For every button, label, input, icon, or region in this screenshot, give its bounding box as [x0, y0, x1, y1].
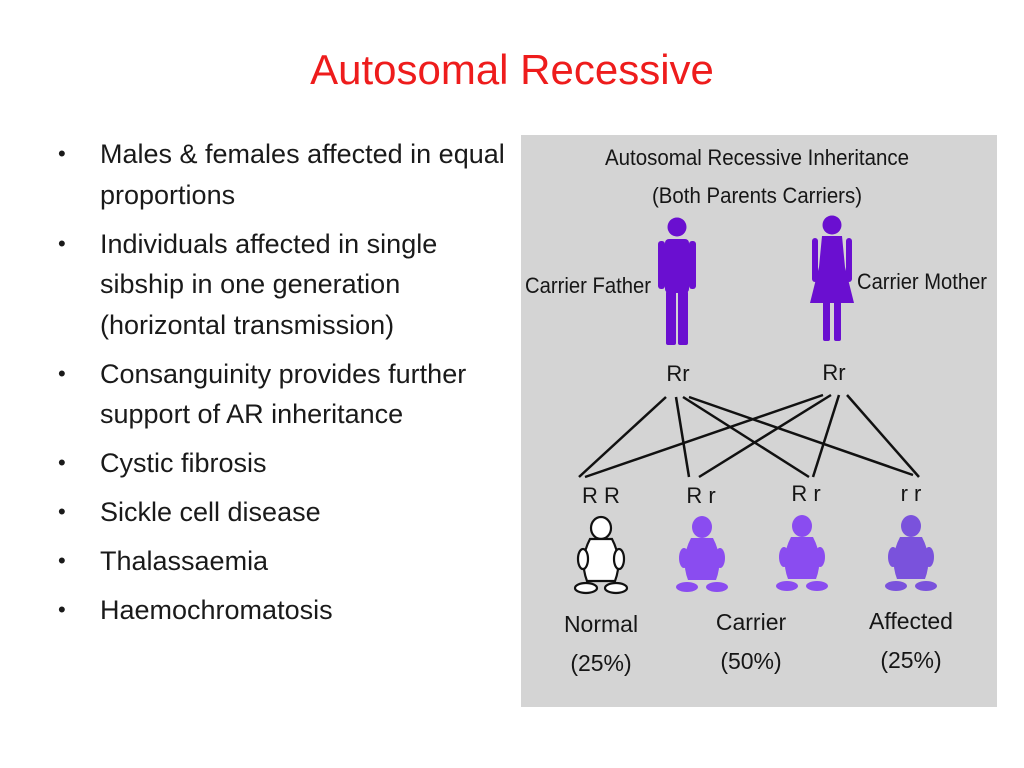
cross-line: [698, 393, 832, 479]
bullet-icon: •: [58, 360, 66, 386]
outcome-affected-label: Affected: [869, 608, 953, 634]
male-head: [667, 217, 687, 237]
bullet-icon: •: [58, 597, 66, 622]
mother-genotype: Rr: [822, 360, 845, 385]
bullet-list: • Males & females affected in equal propo…: [58, 134, 508, 639]
offspring-genotype-2: R r: [686, 483, 715, 508]
bullet-item: • Sickle cell disease: [58, 492, 508, 533]
offspring-genotype-1: R R: [582, 483, 620, 508]
carrier-child-icon: [676, 516, 728, 592]
cross-line: [846, 394, 920, 478]
cross-lines: [578, 393, 920, 479]
bullet-item: • Thalassaemia: [58, 541, 508, 582]
diagram-heading-line2: (Both Parents Carriers): [652, 183, 862, 208]
female-figure-icon: [810, 215, 854, 341]
bullet-text: Consanguinity provides further support o…: [100, 358, 467, 430]
female-arm-left: [812, 238, 818, 282]
male-leg-left: [666, 291, 676, 345]
bullet-text: Individuals affected in single sibship i…: [100, 228, 438, 340]
diagram-heading-line1: Autosomal Recessive Inheritance: [605, 145, 909, 170]
cross-line: [674, 396, 691, 478]
cross-line: [584, 393, 824, 479]
outcome-affected-percent: (25%): [880, 647, 941, 673]
carrier-child-icon: [776, 515, 828, 591]
female-head: [822, 215, 842, 235]
bullet-icon: •: [58, 230, 66, 256]
male-leg-right: [678, 291, 688, 345]
bullet-item: • Cystic fibrosis: [58, 443, 508, 484]
bullet-icon: •: [58, 548, 66, 573]
female-dress: [810, 236, 854, 303]
bullet-icon: •: [58, 141, 66, 166]
bullet-text: Cystic fibrosis: [100, 448, 267, 478]
female-arm-right: [846, 238, 852, 282]
inheritance-diagram-svg: Autosomal Recessive Inheritance (Both Pa…: [525, 145, 987, 676]
male-figure-icon: [658, 217, 696, 345]
bullet-text: Sickle cell disease: [100, 497, 321, 527]
bullet-icon: •: [58, 450, 66, 475]
cross-line: [682, 395, 810, 479]
cross-line: [688, 395, 914, 477]
cross-line: [811, 394, 841, 478]
inheritance-diagram: Autosomal Recessive Inheritance (Both Pa…: [521, 135, 997, 707]
father-genotype: Rr: [666, 361, 689, 386]
outcome-carrier-label: Carrier: [716, 609, 787, 635]
offspring-genotype-4: r r: [901, 481, 922, 506]
cross-line: [578, 396, 667, 478]
male-torso: [665, 239, 689, 293]
bullet-text: Males & females affected in equal propor…: [100, 139, 505, 210]
bullet-icon: •: [58, 499, 66, 524]
female-leg-right: [834, 301, 841, 341]
bullet-item: • Males & females affected in equal propo…: [58, 134, 508, 215]
bullet-text: Haemochromatosis: [100, 595, 333, 625]
affected-child-icon: [885, 515, 937, 591]
bullet-item: • Consanguinity provides further support …: [58, 354, 508, 435]
female-leg-left: [823, 301, 830, 341]
outcome-normal-percent: (25%): [570, 650, 631, 676]
mother-label: Carrier Mother: [857, 269, 987, 294]
outcome-carrier-percent: (50%): [720, 648, 781, 674]
father-label: Carrier Father: [525, 273, 651, 298]
male-arm-right: [689, 241, 696, 289]
outcome-normal-label: Normal: [564, 611, 638, 637]
normal-child-icon: [573, 515, 629, 595]
bullet-item: • Individuals affected in single sibship …: [58, 224, 508, 346]
bullet-item: • Haemochromatosis: [58, 590, 508, 631]
slide-title: Autosomal Recessive: [310, 46, 714, 93]
male-arm-left: [658, 241, 665, 289]
bullet-text: Thalassaemia: [100, 546, 269, 576]
offspring-genotype-3: R r: [791, 481, 820, 506]
